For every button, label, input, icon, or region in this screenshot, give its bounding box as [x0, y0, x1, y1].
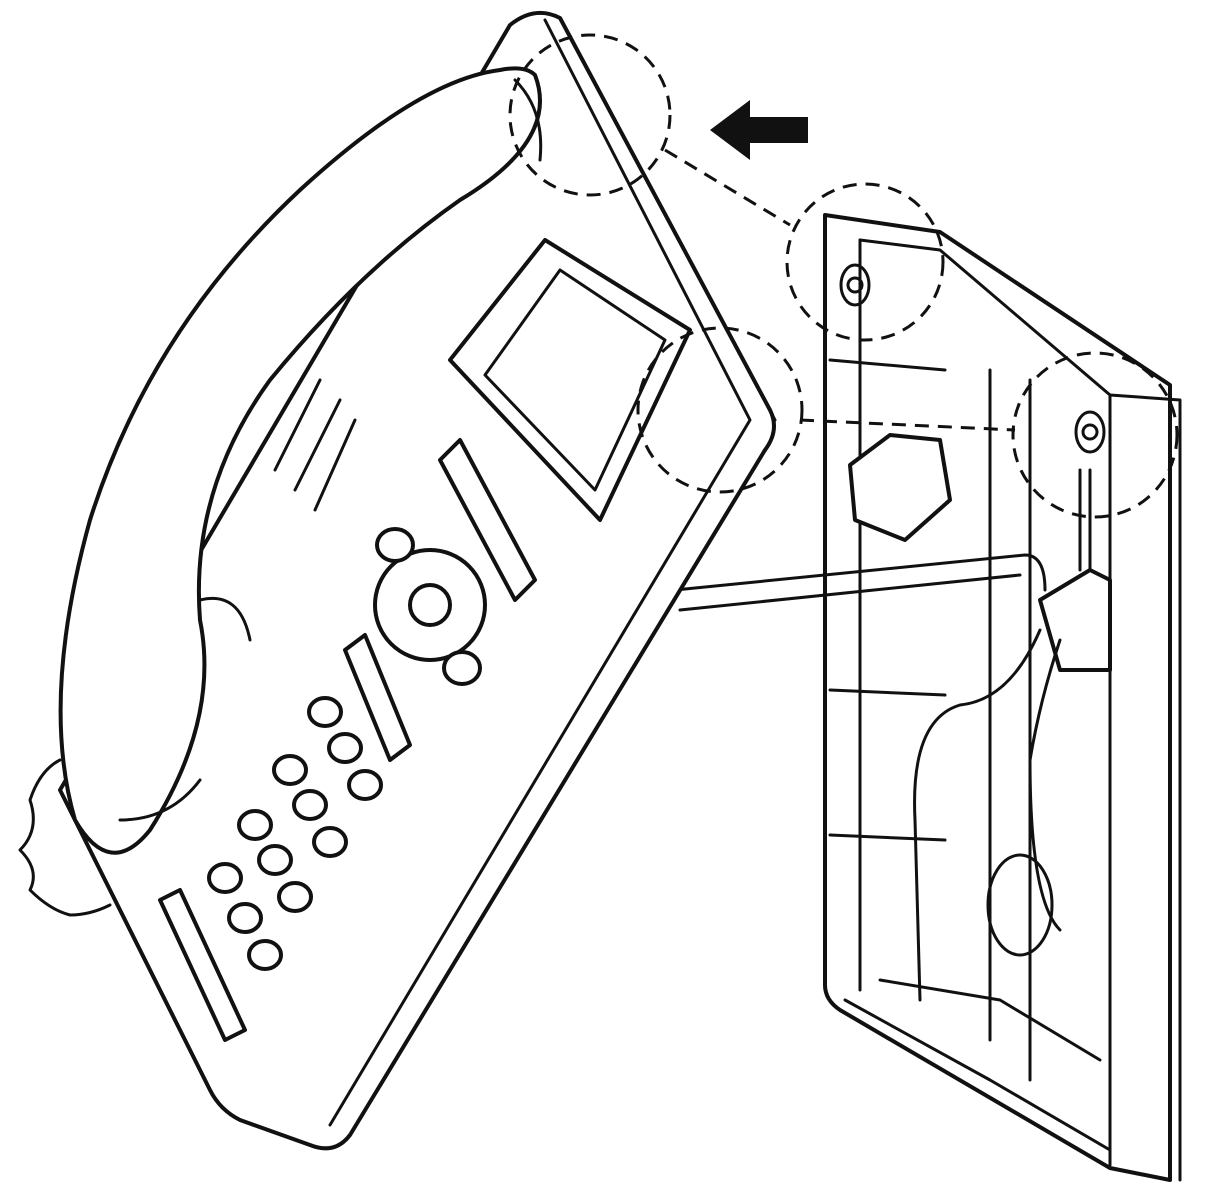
keypad	[207, 696, 383, 971]
callouts	[508, 33, 1179, 519]
arrow-left-icon	[710, 100, 808, 160]
navigation-cluster	[373, 527, 487, 686]
wall-bracket	[823, 213, 1182, 1182]
phone-cable	[673, 553, 1047, 612]
phone	[18, 10, 777, 1151]
speaker-grille	[273, 378, 357, 512]
